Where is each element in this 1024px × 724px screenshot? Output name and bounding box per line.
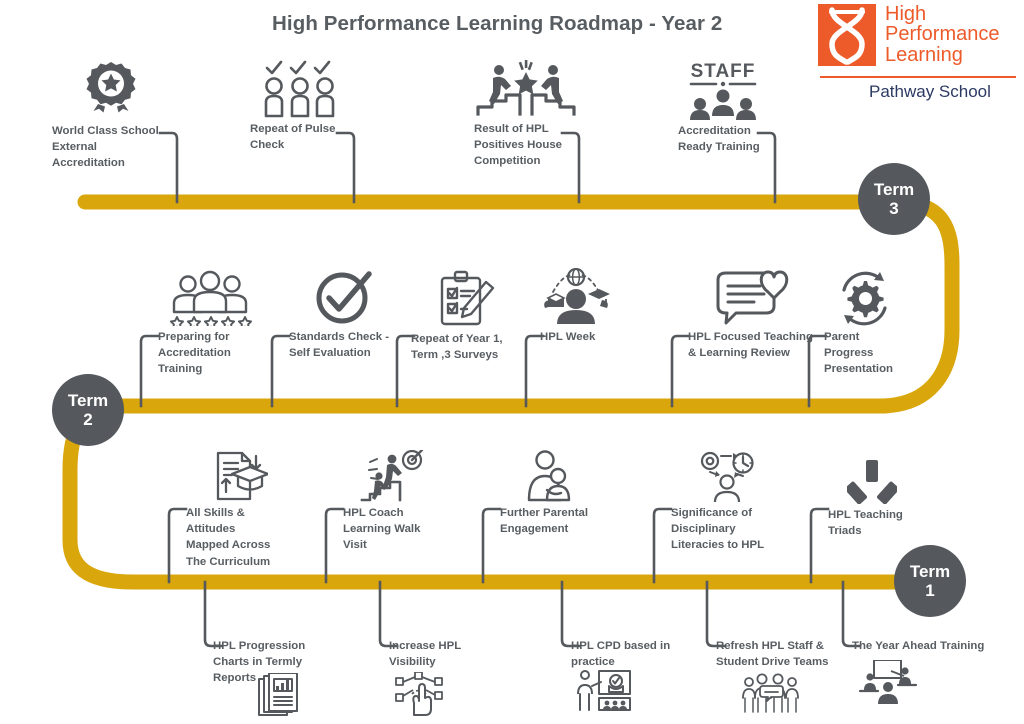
presenter-audience-icon [577, 670, 631, 712]
parent-child-icon [527, 450, 571, 502]
term-2-word: Term [67, 390, 109, 410]
milestone-label: HPL CPD based in practice [571, 640, 671, 669]
logo-line-1: High [885, 3, 927, 25]
speech-bubble-heart-icon [716, 270, 789, 325]
milestone-refresh-hpl-staff-student-drive-teams[interactable]: Refresh HPL Staff & Student Drive Teams [716, 638, 838, 714]
milestone-standards-check-self-evaluation[interactable]: Standards Check - Self Evaluation [289, 268, 399, 361]
milestone-label: HPL Teaching Triads [828, 509, 903, 538]
milestone-preparing-accreditation-training[interactable]: Preparing for Accreditation Training [158, 270, 262, 378]
gear-clock-person-icon [700, 451, 754, 502]
three-people-checks-icon [264, 60, 335, 118]
logo-divider [820, 76, 1016, 78]
team-speech-icon [742, 673, 799, 714]
document-graduation-cap-icon [216, 451, 268, 501]
milestone-further-parental-engagement[interactable]: Further Parental Engagement [500, 450, 600, 537]
classroom-training-icon [858, 660, 918, 705]
term-1-word: Term [909, 561, 951, 581]
milestone-label: Parent Progress Presentation [824, 331, 893, 376]
milestone-label: The Year Ahead Training [852, 640, 985, 652]
hpl-logo: High Performance Learning Pathway School [815, 4, 1019, 104]
milestone-label: HPL Coach Learning Walk Visit [343, 507, 421, 552]
milestone-hpl-coach-learning-walk-visit[interactable]: HPL Coach Learning Walk Visit [343, 450, 439, 554]
report-bar-chart-icon [258, 672, 298, 716]
milestone-label: Significance of Disciplinary Literacies … [671, 507, 765, 552]
term-1-number: 1 [925, 581, 935, 600]
term-3-number: 3 [889, 199, 899, 218]
term-2-number: 2 [83, 410, 93, 429]
dna-helix-icon [818, 4, 876, 66]
milestone-hpl-focused-teaching-learning-review[interactable]: HPL Focused Teaching & Learning Review [688, 268, 816, 361]
circle-check-icon [316, 271, 372, 324]
milestone-label: HPL Progression Charts in Termly Reports [213, 640, 306, 685]
clipboard-pencil-icon [440, 270, 495, 326]
logo-line-3: Learning [885, 43, 963, 66]
milestone-hpl-progression-charts[interactable]: HPL Progression Charts in Termly Reports [213, 638, 309, 719]
milestone-label: Refresh HPL Staff & Student Drive Teams [716, 640, 829, 669]
milestone-hpl-positives-house-competition[interactable]: Result of HPL Positives House Competitio… [474, 60, 578, 170]
milestone-label: Result of HPL Positives House Competitio… [474, 123, 562, 168]
milestone-label: Increase HPL Visibility [389, 640, 462, 669]
milestone-all-skills-attitudes-mapped[interactable]: All Skills & Attitudes Mapped Across The… [186, 450, 294, 570]
milestone-label: Repeat of Year 1, Term ,3 Surveys [411, 333, 503, 362]
runner-stairs-target-icon [360, 450, 424, 502]
people-stars-icon [169, 270, 253, 326]
milestone-repeat-year1-term3-surveys[interactable]: Repeat of Year 1, Term ,3 Surveys [411, 270, 519, 363]
podium-star-climbers-icon [476, 60, 576, 116]
logo-subtitle: Pathway School [869, 82, 991, 101]
milestone-hpl-teaching-triads[interactable]: HPL Teaching Triads [828, 460, 916, 539]
milestone-label: Further Parental Engagement [500, 507, 588, 536]
term-3-word: Term [873, 179, 915, 199]
milestone-label: HPL Week [540, 331, 596, 343]
svg-text:STAFF: STAFF [691, 61, 756, 82]
milestone-label: Repeat of Pulse Check [250, 123, 336, 152]
milestone-significance-disciplinary-literacies[interactable]: Significance of Disciplinary Literacies … [671, 450, 783, 554]
milestone-label: World Class School External Accreditatio… [52, 125, 159, 170]
term-3-marker[interactable]: Term 3 [858, 163, 930, 235]
term-1-marker[interactable]: Term 1 [894, 545, 966, 617]
page-title: High Performance Learning Roadmap - Year… [272, 12, 723, 35]
milestone-hpl-week[interactable]: HPL Week [540, 268, 610, 345]
hand-network-icon [395, 672, 443, 717]
logo-line-2: Performance [885, 23, 1000, 46]
milestone-increase-hpl-visibility[interactable]: Increase HPL Visibility [389, 638, 479, 717]
milestone-hpl-cpd-based-in-practice[interactable]: HPL CPD based in practice [571, 638, 671, 712]
milestone-the-year-ahead-training[interactable]: The Year Ahead Training [852, 638, 996, 705]
milestone-label: HPL Focused Teaching & Learning Review [688, 331, 813, 360]
triad-y-icon [847, 460, 897, 504]
award-rosette-icon [86, 62, 136, 113]
learner-globe-book-cap-icon [544, 268, 610, 324]
milestone-label: Preparing for Accreditation Training [158, 331, 231, 376]
milestone-parent-progress-presentation[interactable]: Parent Progress Presentation [824, 268, 904, 378]
term-2-marker[interactable]: Term 2 [52, 374, 124, 446]
milestone-world-class-school[interactable]: World Class School External Accreditatio… [52, 60, 170, 172]
milestone-accreditation-ready-training[interactable]: STAFF Accreditation Ready Training [678, 58, 768, 155]
milestone-label: Accreditation Ready Training [678, 125, 760, 154]
milestone-label: Standards Check - Self Evaluation [289, 331, 390, 360]
milestone-repeat-pulse-check[interactable]: Repeat of Pulse Check [250, 60, 350, 153]
staff-group-icon: STAFF [689, 61, 757, 120]
gear-refresh-icon [842, 271, 887, 326]
milestone-label: All Skills & Attitudes Mapped Across The… [186, 507, 271, 568]
